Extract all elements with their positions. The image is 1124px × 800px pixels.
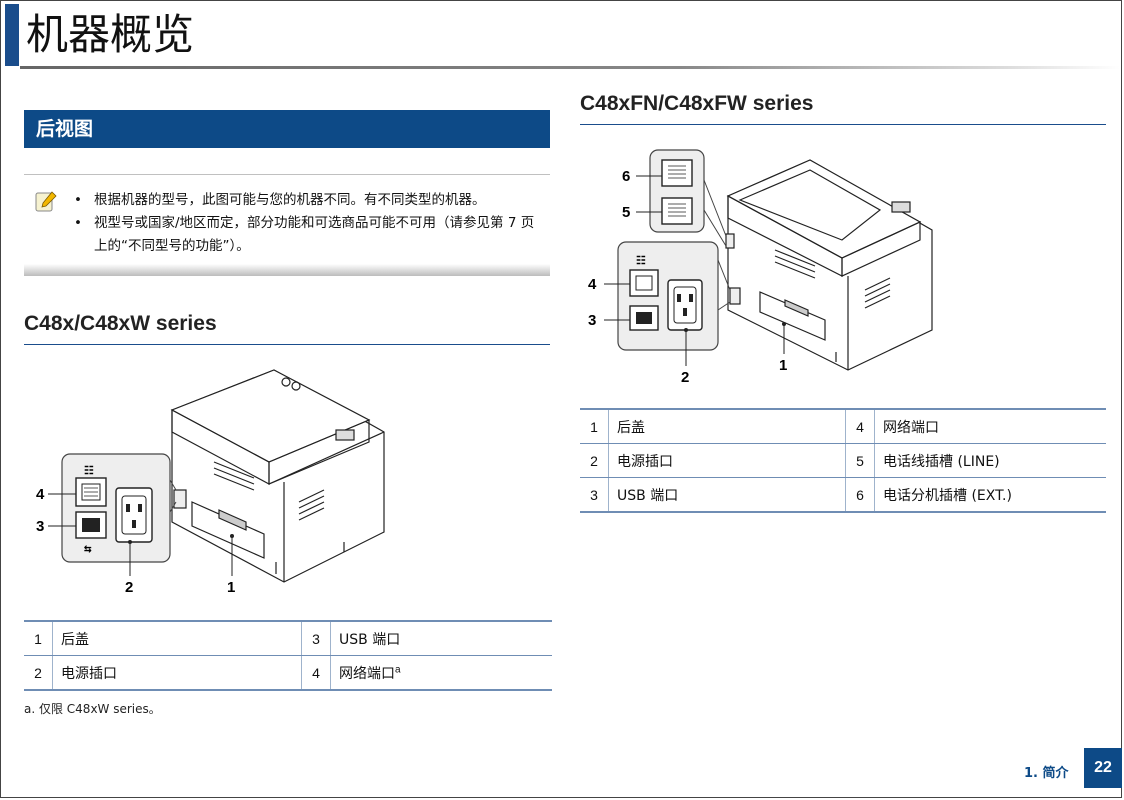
callout-1: 1 <box>227 579 235 596</box>
left-parts-table: 1 后盖 3 USB 端口 2 电源插口 4 网络端口a <box>24 620 552 691</box>
table-row: 2 电源插口 4 网络端口a <box>24 655 552 691</box>
part-label: 电话线插槽 (LINE) <box>874 443 1106 478</box>
right-printer-illustration: ☷ 6 5 4 3 2 1 <box>588 149 933 386</box>
callout-3: 3 <box>36 518 44 535</box>
svg-text:⇆: ⇆ <box>84 544 92 554</box>
note-pencil-icon <box>35 191 57 212</box>
footer-chapter-label: 1. 简介 <box>1024 766 1069 781</box>
part-label: USB 端口 <box>608 477 846 513</box>
svg-text:☷: ☷ <box>84 465 94 477</box>
note-item: 视型号或国家/地区而定，部分功能和可选商品可能不可用（请参见第 7 页上的“不同… <box>74 212 544 258</box>
table-row: 1 后盖 4 网络端口 <box>580 408 1106 444</box>
note-item: 根据机器的型号，此图可能与您的机器不同。有不同类型的机器。 <box>74 189 544 212</box>
callout-4: 4 <box>588 276 597 293</box>
part-label: 电话分机插槽 (EXT.) <box>874 477 1106 513</box>
part-label: 网络端口 <box>874 408 1106 444</box>
part-number: 4 <box>845 408 875 444</box>
right-parts-table: 1 后盖 4 网络端口 2 电源插口 5 电话线插槽 (LINE) 3 USB … <box>580 408 1106 513</box>
callout-1: 1 <box>779 357 787 374</box>
section-heading: 后视图 <box>24 110 550 148</box>
callout-2: 2 <box>681 369 689 386</box>
page-title: 机器概览 <box>26 10 195 59</box>
part-label: 电源插口 <box>608 443 846 478</box>
footnote: a. 仅限 C48xW series。 <box>24 702 161 716</box>
callout-2: 2 <box>125 579 133 596</box>
part-label: 后盖 <box>608 408 846 444</box>
part-label-cell: 网络端口a <box>330 655 552 691</box>
page-number-badge: 22 <box>1084 748 1122 788</box>
table-row: 3 USB 端口 6 电话分机插槽 (EXT.) <box>580 477 1106 513</box>
part-number: 2 <box>24 655 53 691</box>
table-row: 2 电源插口 5 电话线插槽 (LINE) <box>580 443 1106 478</box>
title-accent-bar <box>5 4 19 66</box>
callout-5: 5 <box>622 204 630 221</box>
left-heading-rule <box>24 344 550 345</box>
part-number: 5 <box>845 443 875 478</box>
right-heading-rule <box>580 124 1106 125</box>
title-underline <box>20 66 1120 69</box>
note-list: 根据机器的型号，此图可能与您的机器不同。有不同类型的机器。 视型号或国家/地区而… <box>74 189 544 258</box>
part-number: 3 <box>301 620 331 656</box>
footnote-marker: a <box>395 663 401 675</box>
table-row: 1 后盖 3 USB 端口 <box>24 620 552 656</box>
part-number: 1 <box>24 620 53 656</box>
part-label: USB 端口 <box>330 620 552 656</box>
part-number: 3 <box>580 477 609 513</box>
svg-text:☷: ☷ <box>636 255 646 267</box>
part-label: 后盖 <box>52 620 302 656</box>
callout-6: 6 <box>622 168 630 185</box>
part-number: 2 <box>580 443 609 478</box>
left-printer-illustration: ☷ ⇆ 4 3 2 1 <box>36 369 385 596</box>
part-number: 4 <box>301 655 331 691</box>
part-label: 网络端口 <box>339 665 395 682</box>
left-series-heading: C48x/C48xW series <box>24 312 217 335</box>
note-box: 根据机器的型号，此图可能与您的机器不同。有不同类型的机器。 视型号或国家/地区而… <box>24 174 550 276</box>
callout-4: 4 <box>36 486 45 503</box>
right-series-heading: C48xFN/C48xFW series <box>580 92 814 115</box>
part-number: 6 <box>845 477 875 513</box>
part-number: 1 <box>580 408 609 444</box>
note-bottom-shadow <box>24 264 550 276</box>
callout-3: 3 <box>588 312 596 329</box>
part-label: 电源插口 <box>52 655 302 691</box>
